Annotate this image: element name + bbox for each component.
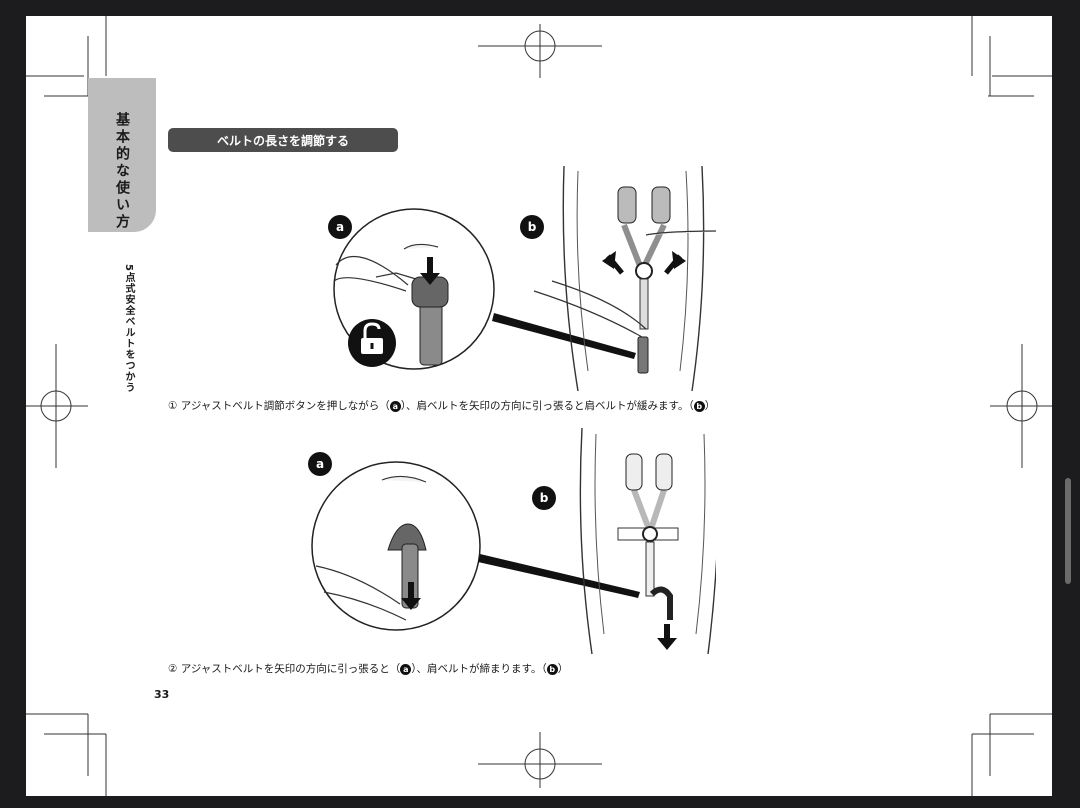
step-2-text: ② アジャストベルトを矢印の方向に引っ張ると（ — [168, 663, 401, 675]
scrollbar-thumb[interactable] — [1065, 478, 1071, 584]
illustration-tighten: a b — [308, 427, 716, 655]
page-number: 33 — [154, 688, 170, 701]
section-title: ベルトの長さを調節する — [216, 133, 349, 148]
ref-badge-b: b — [546, 663, 558, 675]
section-header: ベルトの長さを調節する — [168, 128, 398, 152]
step-1-caption: ① アジャストベルト調節ボタンを押しながら（a）、肩ベルトを矢印の方向に引っ張る… — [168, 398, 715, 413]
svg-text:a: a — [316, 457, 324, 471]
registration-marks — [26, 16, 1052, 796]
ref-badge-b: b — [693, 400, 705, 412]
step-2-text-end: ） — [557, 663, 569, 675]
subsection-label: 5点式安全ベルトをつかう — [123, 264, 134, 393]
step-1-text-mid: ）、肩ベルトを矢印の方向に引っ張ると肩ベルトが緩みます。（ — [400, 400, 694, 412]
manual-page: 基本的な使い方 5点式安全ベルトをつかう ベルトの長さを調節する a — [26, 16, 1052, 796]
figure-label-b: b — [532, 486, 556, 510]
figure-label-b: b — [520, 215, 544, 239]
ref-badge-a: a — [400, 663, 412, 675]
ref-badge-a: a — [389, 400, 401, 412]
step-1-text-end: ） — [704, 400, 716, 412]
illustration-loosen: a b — [328, 165, 716, 391]
arrow-down-icon — [657, 624, 677, 650]
svg-text:b: b — [540, 491, 549, 505]
svg-text:b: b — [528, 220, 537, 234]
svg-text:a: a — [336, 220, 344, 234]
figure-label-a: a — [328, 215, 352, 239]
step-2-text-mid: ）、肩ベルトが締まります。（ — [411, 663, 547, 675]
step-1-text: ① アジャストベルト調節ボタンを押しながら（ — [168, 400, 390, 412]
arrow-down-icon — [420, 257, 440, 285]
chapter-tab: 基本的な使い方 — [88, 78, 156, 232]
figure-label-a: a — [308, 452, 332, 476]
chapter-tab-label: 基本的な使い方 — [114, 112, 130, 231]
arrow-down-icon — [401, 582, 421, 610]
step-2-caption: ② アジャストベルトを矢印の方向に引っ張ると（a）、肩ベルトが締まります。（b） — [168, 661, 568, 676]
unlock-icon — [348, 319, 396, 367]
